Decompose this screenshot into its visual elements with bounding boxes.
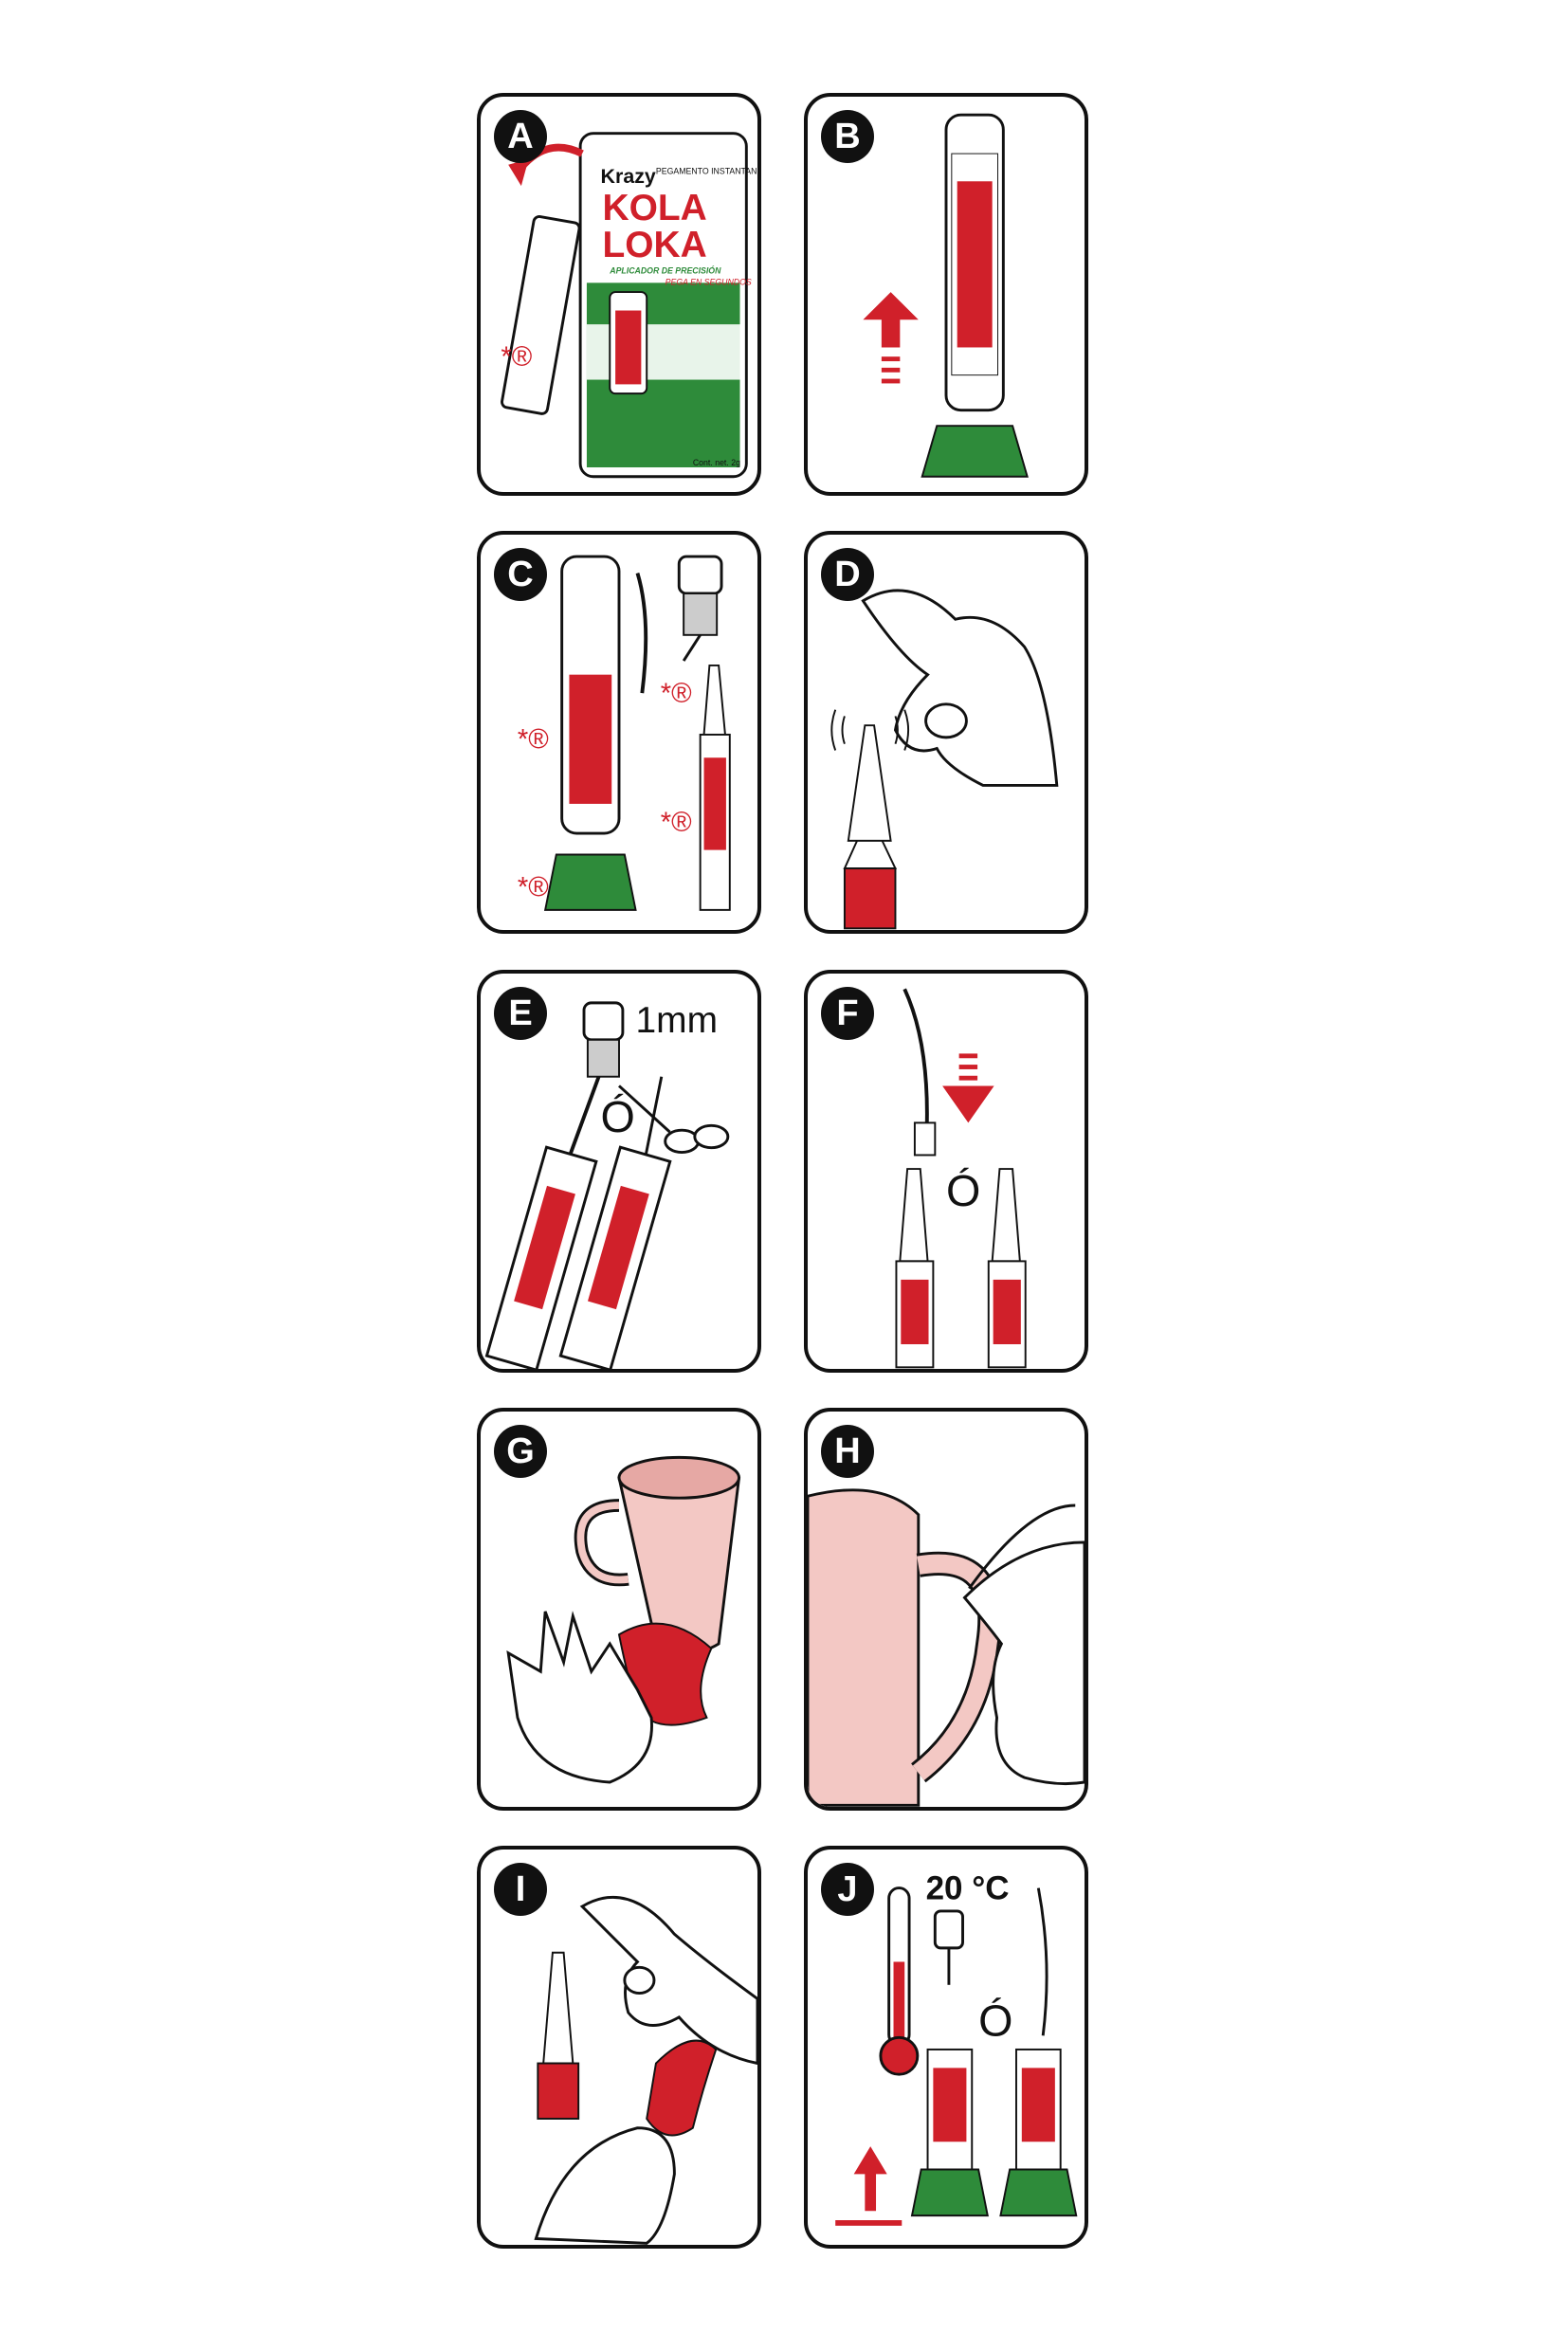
step-letter: C [494, 548, 547, 601]
tagline-text: PEGA EN SEGUNDOS [665, 277, 752, 286]
attach-applicator-illustration: Ó [895, 988, 1027, 1369]
brand-text: Krazy [601, 165, 656, 188]
panel-e: E 1mm Ó [477, 970, 761, 1373]
panel-j: J 20 °C Ó [804, 1846, 1088, 2249]
blister-pack-illustration: Krazy PEGAMENTO INSTANTANEO KOLA LOKA AP… [501, 132, 757, 479]
registered-mark: *® [518, 725, 549, 756]
panel-c: C *® *® *® *® [477, 531, 761, 934]
panel-a: A Krazy PEGAMENTO INSTANTANEO KOLA LOKA … [477, 93, 761, 496]
step-letter: G [494, 1425, 547, 1478]
panel-h: H [804, 1408, 1088, 1811]
registered-mark: *® [518, 872, 549, 902]
or-label: Ó [978, 1996, 1012, 2045]
kit-contents-illustration: *® *® *® *® [518, 555, 731, 911]
panel-f: F Ó [804, 970, 1088, 1373]
product-name-line1: KOLA [602, 188, 706, 228]
step-letter: D [821, 548, 874, 601]
step-letter: B [821, 110, 874, 163]
step-letter: A [494, 110, 547, 163]
panel-d: D [804, 531, 1088, 934]
apply-glue-illustration [808, 1488, 1085, 1807]
store-upright-illustration: 20 °C Ó [835, 1869, 1078, 2226]
storage-temperature-label: 20 °C [926, 1869, 1010, 1906]
tap-excess-illustration [534, 1895, 757, 2245]
or-label: Ó [946, 1166, 980, 1215]
step-letter: J [821, 1863, 874, 1916]
cut-tip-illustration: 1mm Ó [484, 1000, 730, 1369]
registered-mark: *® [661, 808, 692, 838]
step-letter: E [494, 987, 547, 1040]
panel-b: B [804, 93, 1088, 496]
registered-mark: *® [661, 679, 692, 709]
flick-tip-illustration [830, 589, 1059, 930]
step-letter: I [494, 1863, 547, 1916]
type-text: PEGAMENTO INSTANTANEO [656, 166, 757, 175]
step-letter: F [821, 987, 874, 1040]
cut-length-label: 1mm [636, 1000, 719, 1041]
panel-g: G [477, 1408, 761, 1811]
registered-mark: *® [501, 342, 532, 373]
product-name-line2: LOKA [602, 225, 706, 265]
panel-i: I [477, 1846, 761, 2249]
content-text: Cont. net. 2g [693, 458, 740, 467]
clean-surface-illustration [506, 1455, 741, 1784]
or-label: Ó [601, 1092, 635, 1141]
tube-cap-removal-illustration [863, 113, 1029, 478]
step-letter: H [821, 1425, 874, 1478]
subtitle-text: APLICADOR DE PRECISIÓN [609, 265, 721, 276]
